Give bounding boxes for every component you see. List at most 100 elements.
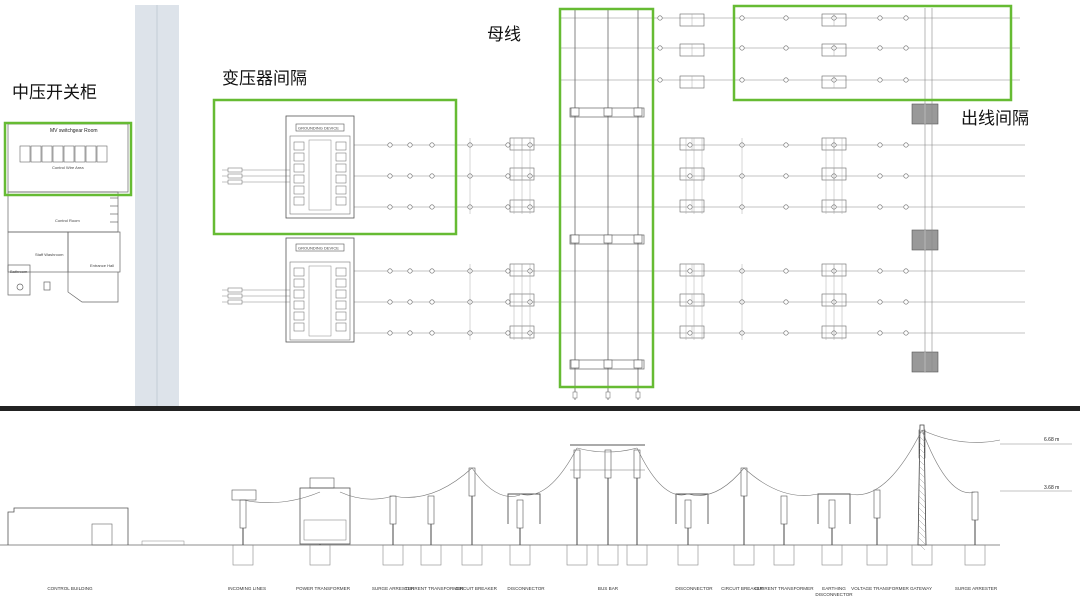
equipment-node [783, 142, 789, 148]
equipment-node [387, 142, 393, 148]
equipment-node [877, 15, 883, 21]
switchgear-cabinet [63, 145, 75, 163]
equipment-node [407, 142, 413, 148]
overhead-conductor [921, 429, 976, 494]
equipment-node [903, 142, 909, 148]
equipment-node [877, 45, 883, 51]
control-room-label: Control Room [55, 218, 80, 223]
section-label: EARTHING DISCONNECTOR [815, 586, 853, 597]
incoming-insulator [227, 293, 243, 299]
switchgear-cabinet [96, 145, 108, 163]
switchgear-cabinet [85, 145, 97, 163]
transformer-bay-upper: GROUNDING DEVICE [285, 115, 355, 219]
section-label: GATEWAY [909, 586, 933, 591]
incoming-frame [231, 489, 257, 501]
transformer-bay-lower: GROUNDING DEVICE [285, 237, 355, 343]
disconnector-frame [507, 493, 541, 524]
incoming-insulator [227, 179, 243, 185]
equipment-node [783, 330, 789, 336]
equipment-node [783, 77, 789, 83]
highlight-feeder-bay [732, 4, 1013, 102]
equipment-node [783, 15, 789, 21]
equipment-node [903, 268, 909, 274]
foundation [911, 544, 933, 566]
control-building [7, 507, 129, 545]
mv-room-label: MV switchgear Room [50, 128, 98, 134]
equipment-node [903, 299, 909, 305]
transformer-core [308, 265, 332, 337]
equipment-node [903, 330, 909, 336]
entrance-hall-label: Entrance Hall [90, 263, 114, 268]
equipment-node [505, 330, 511, 336]
foundation [597, 544, 619, 566]
equipment-node [783, 299, 789, 305]
equipment-node [387, 268, 393, 274]
equipment-node [783, 45, 789, 51]
foundation [964, 544, 986, 566]
label-transformer-bay: 变压器间隔 [222, 69, 307, 89]
transformer-terminal [335, 185, 347, 195]
height-top-label: 6.68 m [1044, 437, 1059, 443]
transformer-terminal [293, 300, 305, 310]
section-label: CURRENT TRANSFORMER [404, 586, 464, 591]
section-label: POWER TRANSFORMER [295, 586, 351, 591]
transformer-terminal [335, 141, 347, 151]
equipment-node [687, 299, 693, 305]
section-label: CURRENT TRANSFORMER [754, 586, 814, 591]
transformer-terminal [293, 174, 305, 184]
equipment-node [387, 204, 393, 210]
equipment-node [687, 173, 693, 179]
equipment-node [687, 330, 693, 336]
equipment-node [505, 204, 511, 210]
section-label: CIRCUIT BREAKER [455, 586, 497, 591]
height-mid-label: 3.68 m [1044, 485, 1059, 491]
switchgear-cabinet [19, 145, 31, 163]
insulator [684, 499, 692, 529]
equipment-node [657, 77, 663, 83]
insulator [780, 495, 788, 525]
equipment-node [387, 173, 393, 179]
equipment-node [877, 299, 883, 305]
section-divider [0, 406, 1080, 411]
section-label: DISCONNECTOR [507, 586, 545, 591]
overhead-conductor [849, 429, 923, 496]
overhead-conductor [519, 447, 578, 496]
insulator [468, 467, 476, 497]
transformer-terminal [335, 278, 347, 288]
equipment-node [429, 204, 435, 210]
equipment-node [407, 173, 413, 179]
label-mv-switchgear: 中压开关柜 [12, 83, 97, 103]
mv-room-sub-label: Control Wire Area [52, 165, 84, 170]
overhead-conductor [687, 467, 745, 496]
switchgear-cabinet [30, 145, 42, 163]
plan-view [222, 8, 1025, 400]
section-label: CONTROL BUILDING [47, 586, 93, 591]
incoming-insulator [227, 173, 243, 179]
foundation [866, 544, 888, 566]
equipment-node [429, 330, 435, 336]
section-label: SURGE ARRESTER [371, 586, 415, 591]
section-label: INCOMING LINES [227, 586, 267, 591]
transformer-terminal [335, 152, 347, 162]
highlight-transformer-bay [212, 98, 458, 236]
equipment-node [903, 204, 909, 210]
overhead-conductor [339, 491, 394, 500]
foundation [677, 544, 699, 566]
equipment-node [429, 268, 435, 274]
overhead-conductor [576, 447, 638, 453]
insulator [873, 489, 881, 519]
overhead-conductor [921, 429, 1001, 443]
transformer-terminal [293, 163, 305, 173]
foundation [626, 544, 648, 566]
switchgear-cabinet [52, 145, 64, 163]
insulator [828, 499, 836, 529]
label-feeder-bay: 出线间隔 [961, 109, 1029, 129]
equipment-node [505, 268, 511, 274]
overhead-conductor [636, 447, 689, 496]
incoming-insulator [227, 287, 243, 293]
equipment-node [903, 15, 909, 21]
incoming-insulator [227, 299, 243, 305]
label-busbar: 母线 [487, 25, 521, 45]
